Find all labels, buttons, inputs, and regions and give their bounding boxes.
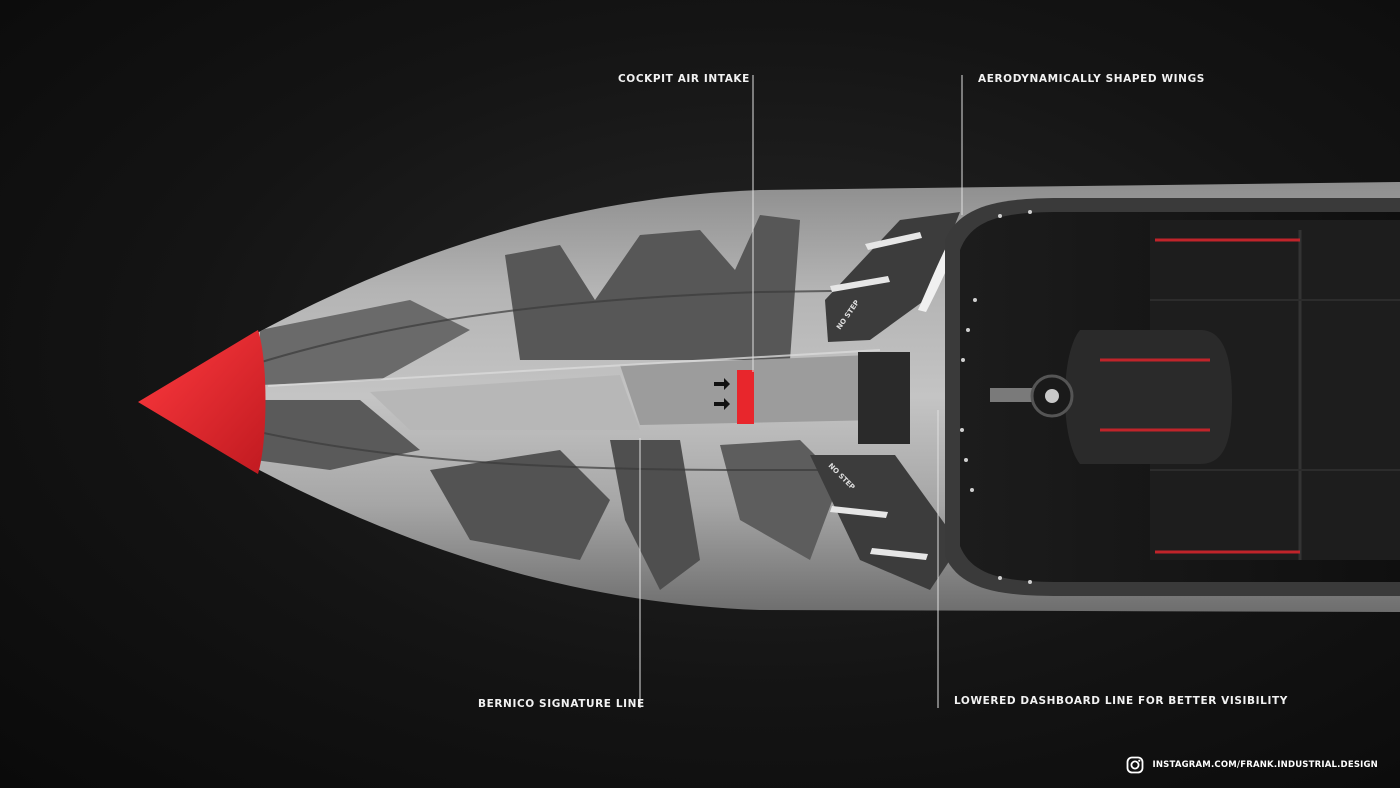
dashboard-vent xyxy=(858,352,910,444)
callout-cockpit-air-intake: COCKPIT AIR INTAKE xyxy=(618,73,750,85)
camo-pattern xyxy=(255,215,880,590)
callout-dashboard-line: LOWERED DASHBOARD LINE FOR BETTER VISIBI… xyxy=(954,695,1288,707)
instagram-handle[interactable]: INSTAGRAM.COM/FRANK.INDUSTRIAL.DESIGN xyxy=(1152,760,1378,770)
nose-cone xyxy=(138,330,266,474)
lower-wing xyxy=(810,455,960,590)
instagram-credit[interactable]: INSTAGRAM.COM/FRANK.INDUSTRIAL.DESIGN xyxy=(1126,756,1378,774)
callout-signature-line: BERNICO SIGNATURE LINE xyxy=(478,698,645,710)
leader-lines xyxy=(639,75,963,708)
instagram-icon xyxy=(1127,756,1144,774)
callout-aerodynamic-wings: AERODYNAMICALLY SHAPED WINGS xyxy=(978,73,1205,85)
air-intake xyxy=(714,370,754,424)
cockpit xyxy=(945,198,1400,596)
